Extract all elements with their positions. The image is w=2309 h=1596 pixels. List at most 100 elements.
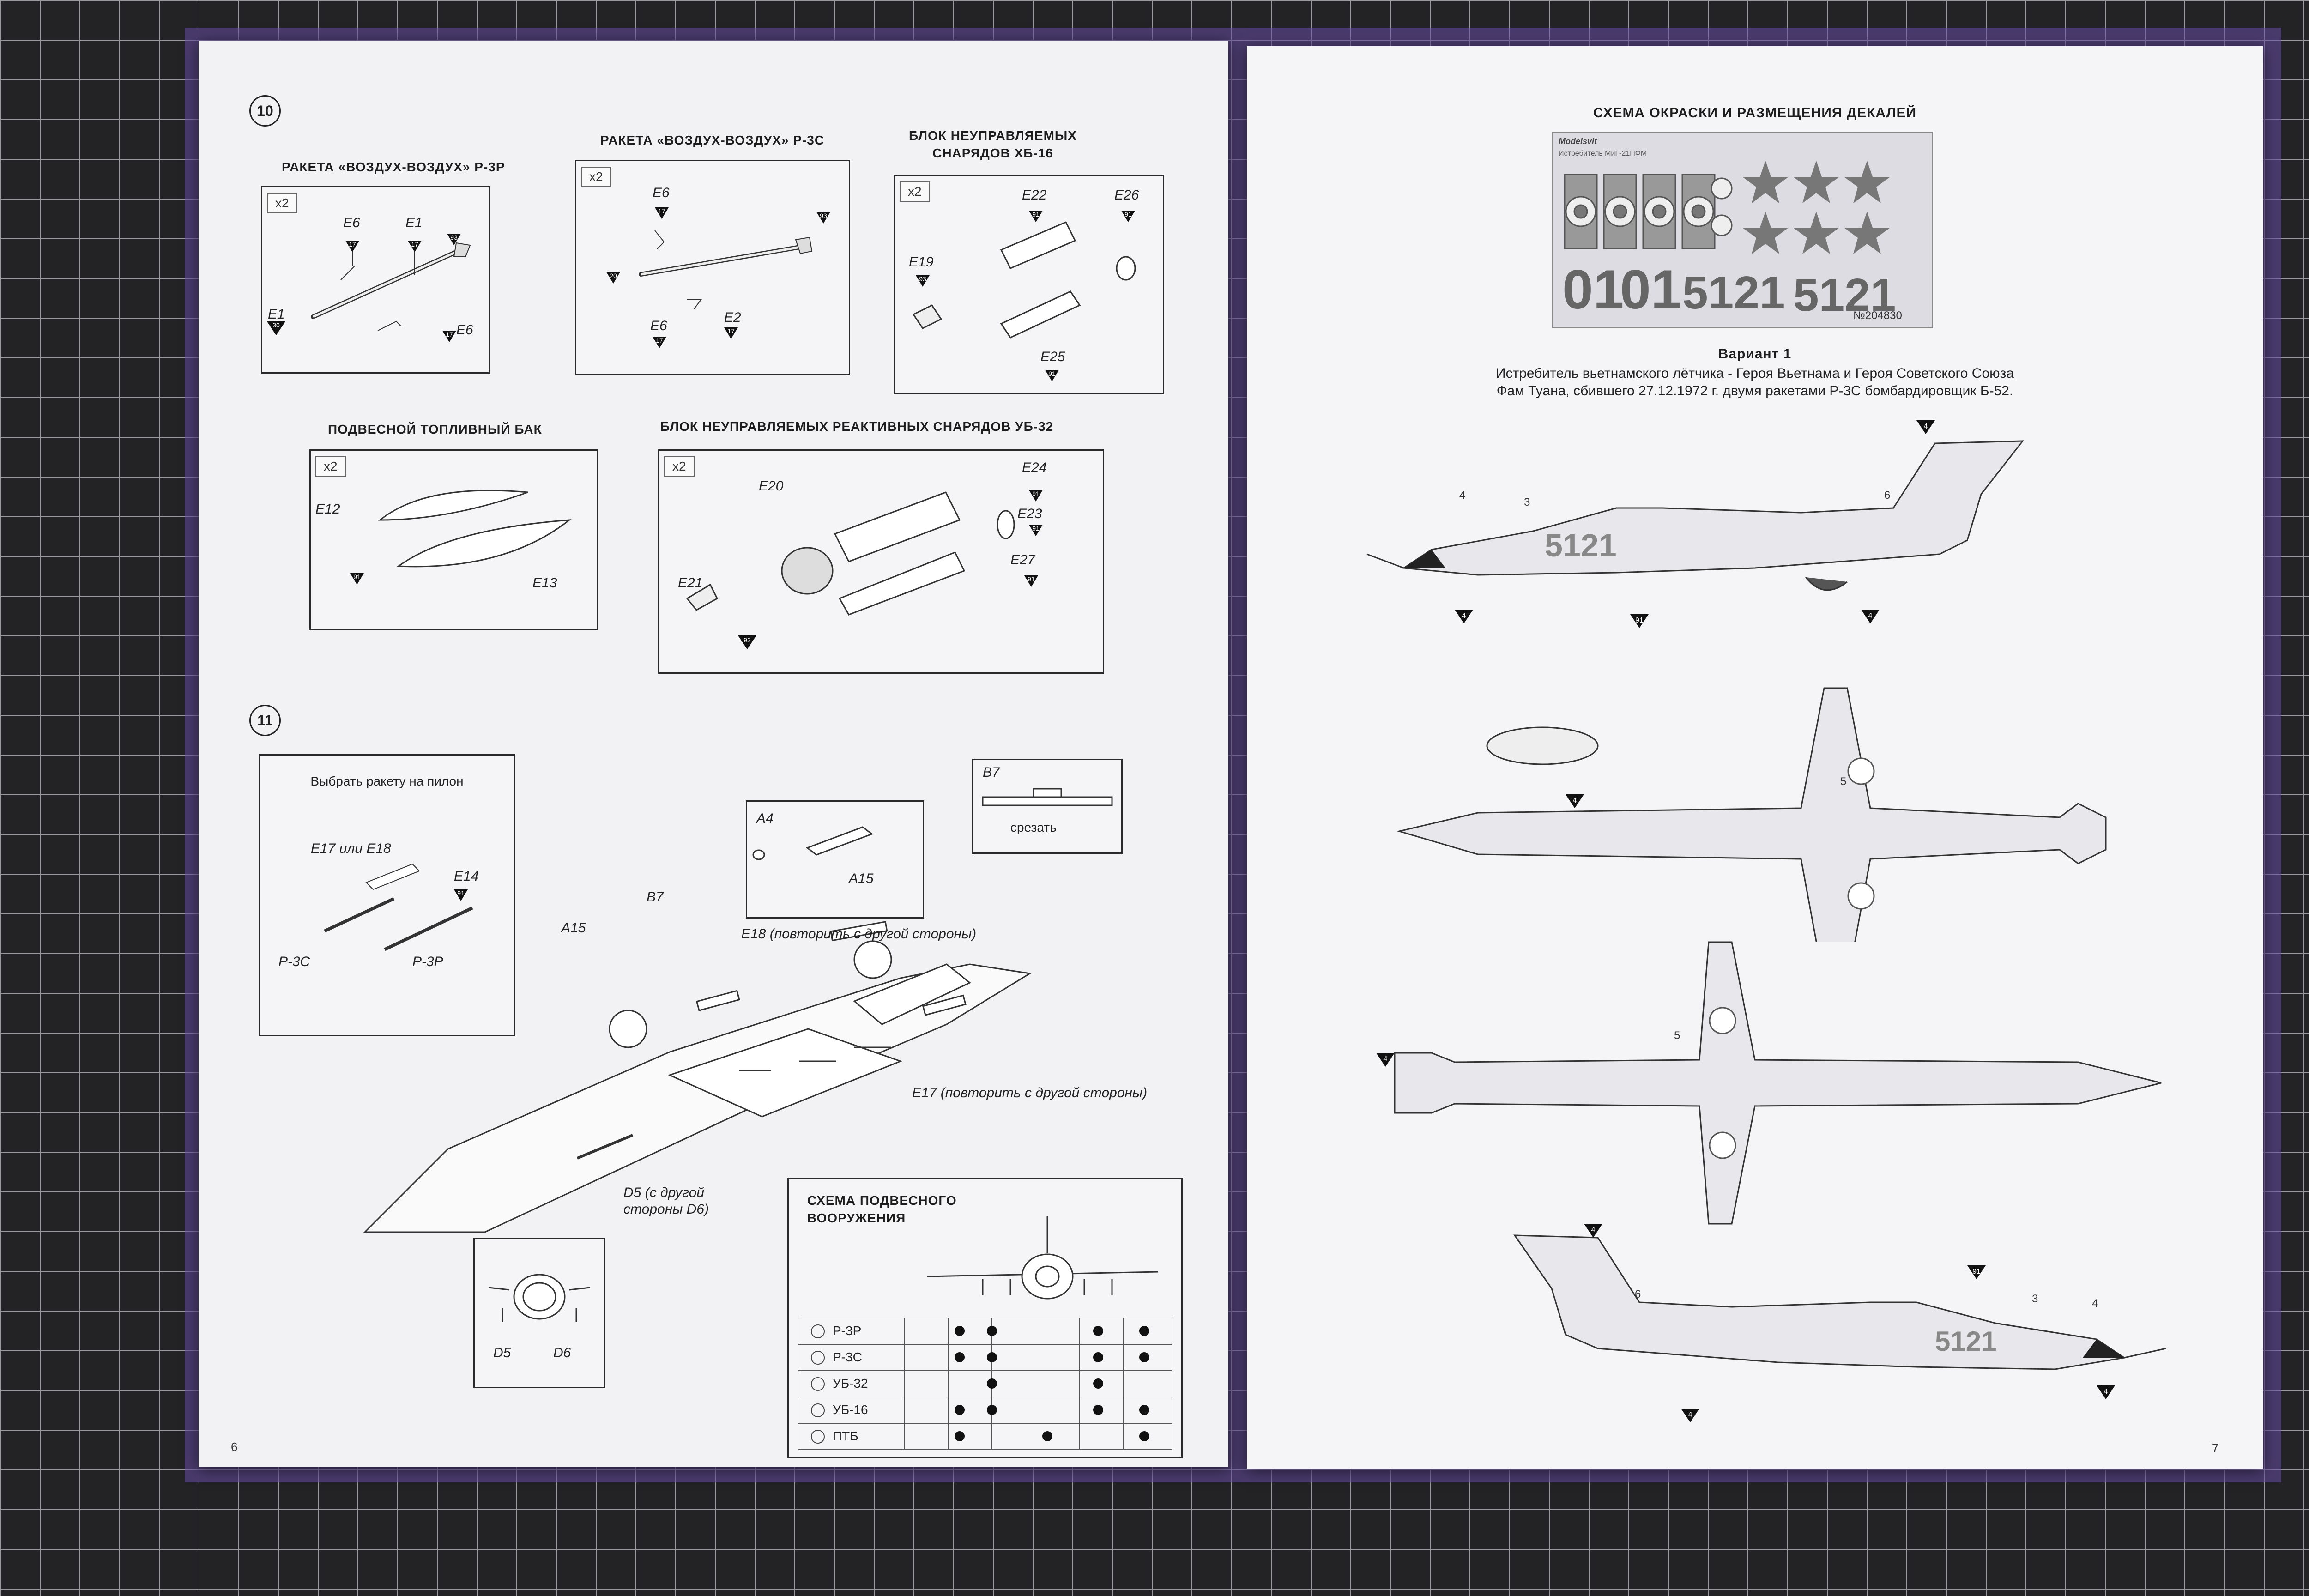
callout-91: 91	[1032, 525, 1040, 532]
loadout-title-line2: ВООРУЖЕНИЯ	[807, 1211, 906, 1225]
qty-badge: x2	[581, 167, 611, 187]
antenna-inset-drawing	[752, 826, 874, 860]
decal-sheet-number: №204830	[1853, 309, 1902, 322]
callout-17b: 17	[411, 241, 418, 248]
part-a4-label: A4	[756, 811, 774, 826]
b7-cut-inset: B7 срезать	[972, 759, 1123, 854]
loadout-station-dot	[987, 1378, 997, 1389]
callout-91: 91	[1972, 1268, 1981, 1276]
instruction-page-right: СХЕМА ОКРАСКИ И РАЗМЕЩЕНИЯ ДЕКАЛЕЙ Model…	[1247, 46, 2263, 1469]
callout-93: 93	[743, 636, 751, 644]
weapon-symbol-icon	[811, 1403, 825, 1417]
weapon-symbol-icon	[811, 1377, 825, 1391]
instruction-page-left: 10 РАКЕТА «ВОЗДУХ-ВОЗДУХ» Р-3Р x2 17 17 …	[199, 41, 1228, 1467]
part-e2-label: E2	[724, 310, 741, 325]
loadout-row-label: УБ-16	[833, 1403, 868, 1417]
aircraft-side-profile-right: 5121 6 3 4 4 91 4 4	[1513, 1224, 2166, 1422]
part-e17-or-e18-label: E17 или E18	[311, 841, 391, 856]
loadout-station-dot	[1093, 1378, 1103, 1389]
callout-4: 4	[1459, 489, 1465, 502]
loadout-station-dot	[955, 1326, 965, 1336]
callout-3: 3	[2032, 1293, 2038, 1305]
aircraft-number: 5121	[1545, 527, 1617, 563]
loadout-station-dot	[1139, 1352, 1149, 1362]
decal-number-5121: 5121	[1793, 269, 1896, 321]
loadout-station-dot	[987, 1405, 997, 1415]
r3r-missile-drawing: 17 17 93 30 17	[267, 234, 471, 342]
decal-sheet: Modelsvit Истребитель МиГ-21ПФМ	[1552, 132, 1933, 328]
callout-4: 4	[1462, 612, 1466, 620]
part-e14-label: E14	[454, 869, 479, 884]
callout-91: 91	[457, 889, 465, 897]
part-e20-label: E20	[759, 478, 784, 494]
aircraft-side-profile-left: 5121 4 3 6 4 4 91 4	[1366, 420, 2025, 628]
weapon-symbol-icon	[811, 1430, 825, 1444]
callout-6: 6	[1635, 1288, 1641, 1300]
decal-caption: Истребитель МиГ-21ПФМ	[1559, 150, 1647, 157]
callout-91: 91	[1635, 617, 1644, 624]
r3s-label: Р-3С	[278, 954, 310, 969]
weapon-symbol-icon	[811, 1324, 825, 1338]
callout-30: 30	[272, 321, 280, 329]
callout-4: 4	[1688, 1411, 1692, 1419]
variant-description-line1: Истребитель вьетнамского лётчика - Героя…	[1495, 366, 2014, 381]
missile-select-title: Выбрать ракету на пилон	[310, 774, 464, 788]
b7-drawing	[982, 788, 1113, 806]
loadout-station-dot	[955, 1352, 965, 1362]
variant-title: Вариант 1	[1718, 346, 1792, 362]
part-e6-label: E6	[653, 185, 670, 200]
loadout-row-label: УБ-32	[833, 1376, 868, 1390]
part-e6-label: E6	[650, 318, 667, 333]
painting-scheme-title: СХЕМА ОКРАСКИ И РАЗМЕЩЕНИЯ ДЕКАЛЕЙ	[1593, 105, 1917, 121]
d5-note-line2: стороны D6)	[623, 1202, 709, 1217]
r3s-missile-drawing: 17 93 20 17 17	[606, 207, 830, 348]
callout-4: 4	[2104, 1388, 2108, 1396]
callout-91: 91	[1032, 211, 1040, 218]
callout-20: 20	[610, 272, 617, 279]
loadout-station-dot	[1042, 1431, 1052, 1441]
loadout-front-view-drawing	[927, 1216, 1159, 1300]
part-b7-label: B7	[983, 765, 1000, 780]
loadout-row-label: Р-3Р	[833, 1324, 862, 1338]
part-e25-label: E25	[1040, 349, 1065, 364]
callout-4: 4	[1924, 423, 1928, 430]
callout-17a: 17	[349, 241, 356, 248]
ub32-drawing: 91 91 91 93	[686, 490, 1043, 649]
qty-badge: x2	[267, 193, 297, 213]
part-d6-label: D6	[553, 1345, 571, 1360]
callout-91: 91	[353, 573, 361, 580]
step-10-number: 10	[249, 95, 281, 127]
loadout-station-dot	[1139, 1431, 1149, 1441]
aircraft-number: 5121	[1935, 1326, 1996, 1357]
ub16-drawing: 91 91 93 91	[912, 211, 1136, 381]
loadout-station-dot	[955, 1405, 965, 1415]
callout-17: 17	[656, 337, 663, 344]
fuel-tank-title: ПОДВЕСНОЙ ТОПЛИВНЫЙ БАК	[328, 422, 542, 436]
d5-note-line1: D5 (с другой	[623, 1185, 705, 1200]
part-e1-label: E1	[405, 215, 423, 230]
part-e13-label: E13	[532, 575, 557, 591]
loadout-station-dot	[1139, 1405, 1149, 1415]
part-e21-label: E21	[678, 575, 703, 591]
callout-93: 93	[450, 234, 458, 241]
r3r-label: Р-3Р	[412, 954, 443, 969]
cut-instruction: срезать	[1010, 820, 1057, 834]
d5-d6-inset: D5 D6	[473, 1238, 605, 1388]
decal-number-01: 01	[1562, 259, 1624, 320]
part-b7-label: B7	[647, 889, 664, 905]
callout-4: 4	[1868, 612, 1873, 620]
decal-number-01: 01	[1620, 259, 1681, 320]
part-e6-label: E6	[456, 322, 473, 338]
qty-badge: x2	[315, 456, 346, 477]
callout-91: 91	[1124, 211, 1132, 218]
callout-5: 5	[1674, 1029, 1680, 1042]
callout-91: 91	[1048, 370, 1056, 377]
missile-select-drawing: 91	[324, 863, 473, 951]
part-e22-label: E22	[1022, 187, 1047, 203]
page-number-right: 7	[2212, 1441, 2219, 1455]
loadout-station-dot	[955, 1431, 965, 1441]
loadout-station-dot	[1139, 1326, 1149, 1336]
page-number-left: 6	[231, 1440, 238, 1454]
loadout-station-dot	[1093, 1405, 1103, 1415]
